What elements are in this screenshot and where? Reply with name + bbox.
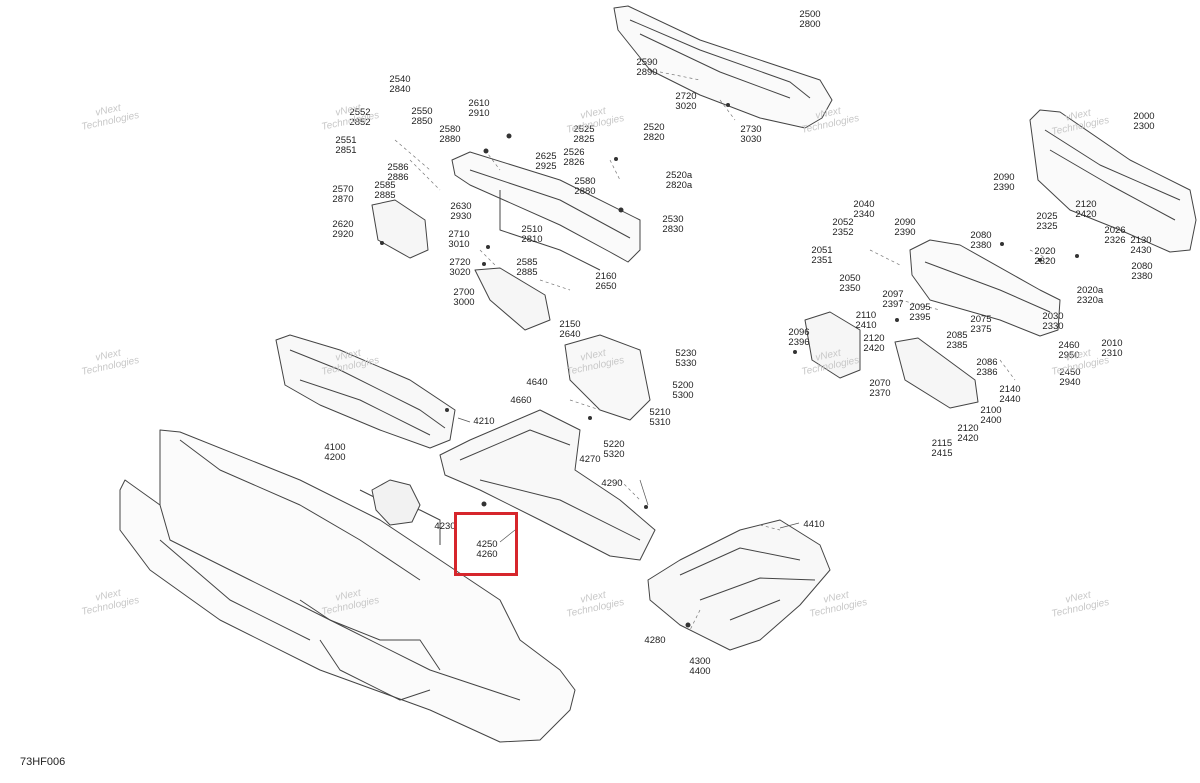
part-label: 2710 3010 xyxy=(448,229,470,250)
part-label: 2520a 2820a xyxy=(665,170,693,191)
part-label: 2020 2320 xyxy=(1034,246,1056,267)
bracket-right-mid xyxy=(804,311,861,379)
part-label: 2610 2910 xyxy=(468,98,490,119)
part-label: 2552 2852 xyxy=(349,107,371,128)
door-panel-right xyxy=(1029,109,1197,253)
part-label: 4230 xyxy=(434,521,456,532)
part-label: 2030 2330 xyxy=(1042,311,1064,332)
part-label: 2580 2880 xyxy=(574,176,596,197)
part-label: 5220 5320 xyxy=(603,439,625,460)
part-label: 5200 5300 xyxy=(672,380,694,401)
part-label: 4210 xyxy=(473,416,495,427)
bracket-left xyxy=(371,199,429,259)
part-label: 2450 2940 xyxy=(1059,367,1081,388)
part-label: 2500 2800 xyxy=(799,9,821,30)
part-label: 2140 2440 xyxy=(999,384,1021,405)
part-label: 2720 3020 xyxy=(675,91,697,112)
part-label: 2700 3000 xyxy=(453,287,475,308)
part-label: 5210 5310 xyxy=(649,407,671,428)
part-label: 4410 xyxy=(803,519,825,530)
bracket-right-lower xyxy=(894,337,979,409)
part-label: 4100 4200 xyxy=(324,442,346,463)
part-label: 2120 2420 xyxy=(863,333,885,354)
part-label: 2720 3020 xyxy=(449,257,471,278)
part-label: 2080 2380 xyxy=(970,230,992,251)
part-label: 2000 2300 xyxy=(1133,111,1155,132)
part-label: 2097 2397 xyxy=(882,289,904,310)
part-label: 2050 2350 xyxy=(839,273,861,294)
highlighted-part-box xyxy=(454,512,518,576)
part-label: 2150 2640 xyxy=(559,319,581,340)
part-label: 2025 2325 xyxy=(1036,211,1058,232)
part-label: 2090 2390 xyxy=(894,217,916,238)
seat-mount xyxy=(371,479,421,526)
part-label: 2160 2650 xyxy=(595,271,617,292)
floor-panel-lower xyxy=(119,429,576,743)
part-label: 2525 2825 xyxy=(573,124,595,145)
part-label: 2115 2415 xyxy=(931,438,953,459)
part-label: 2580 2880 xyxy=(439,124,461,145)
part-label: 2551 2851 xyxy=(335,135,357,156)
part-label: 2100 2400 xyxy=(980,405,1002,426)
diagram-id: 73HF006 xyxy=(20,756,66,768)
part-label: 2090 2390 xyxy=(993,172,1015,193)
rocker-panel-left xyxy=(275,334,456,449)
bracket-lower-center xyxy=(474,267,551,331)
part-label: 2620 2920 xyxy=(332,219,354,240)
part-label: 2130 2430 xyxy=(1130,235,1152,256)
part-label: 4250 4260 xyxy=(476,539,498,560)
part-label: 4270 xyxy=(579,454,601,465)
part-label: 2585 2885 xyxy=(374,180,396,201)
part-label: 2080 2380 xyxy=(1131,261,1153,282)
part-label: 2530 2830 xyxy=(662,214,684,235)
part-label: 2510 2810 xyxy=(521,224,543,245)
part-label: 4300 4400 xyxy=(689,656,711,677)
part-label: 2120 2420 xyxy=(1075,199,1097,220)
part-label: 2526 2826 xyxy=(563,147,585,168)
part-label: 2585 2885 xyxy=(516,257,538,278)
part-label: 2550 2850 xyxy=(411,106,433,127)
part-label: 2070 2370 xyxy=(869,378,891,399)
part-label: 2120 2420 xyxy=(957,423,979,444)
part-label: 2020a 2320a xyxy=(1076,285,1104,306)
part-label: 2520 2820 xyxy=(643,122,665,143)
part-label: 2010 2310 xyxy=(1101,338,1123,359)
part-label: 2052 2352 xyxy=(832,217,854,238)
skid-plate-right xyxy=(647,519,831,651)
part-label: 2075 2375 xyxy=(970,314,992,335)
part-label: 4280 xyxy=(644,635,666,646)
part-label: 2026 2326 xyxy=(1104,225,1126,246)
part-label: 2096 2396 xyxy=(788,327,810,348)
door-frame-right xyxy=(909,239,1061,337)
part-label: 4640 xyxy=(526,377,548,388)
part-label: 4290 xyxy=(601,478,623,489)
part-label: 2730 3030 xyxy=(740,124,762,145)
part-label: 2586 2886 xyxy=(387,162,409,183)
console-bracket xyxy=(564,334,651,421)
part-label: 2460 2950 xyxy=(1058,340,1080,361)
part-label: 2051 2351 xyxy=(811,245,833,266)
part-label: 2630 2930 xyxy=(450,201,472,222)
floor-panel-center xyxy=(439,409,656,561)
part-label: 2110 2410 xyxy=(855,310,877,331)
part-label: 2590 2890 xyxy=(636,57,658,78)
part-label: 2570 2870 xyxy=(332,184,354,205)
part-label: 2085 2385 xyxy=(946,330,968,351)
part-label: 2086 2386 xyxy=(976,357,998,378)
part-label: 5230 5330 xyxy=(675,348,697,369)
part-label: 2040 2340 xyxy=(853,199,875,220)
part-label: 4660 xyxy=(510,395,532,406)
part-label: 2540 2840 xyxy=(389,74,411,95)
part-label: 2095 2395 xyxy=(909,302,931,323)
part-label: 2625 2925 xyxy=(535,151,557,172)
